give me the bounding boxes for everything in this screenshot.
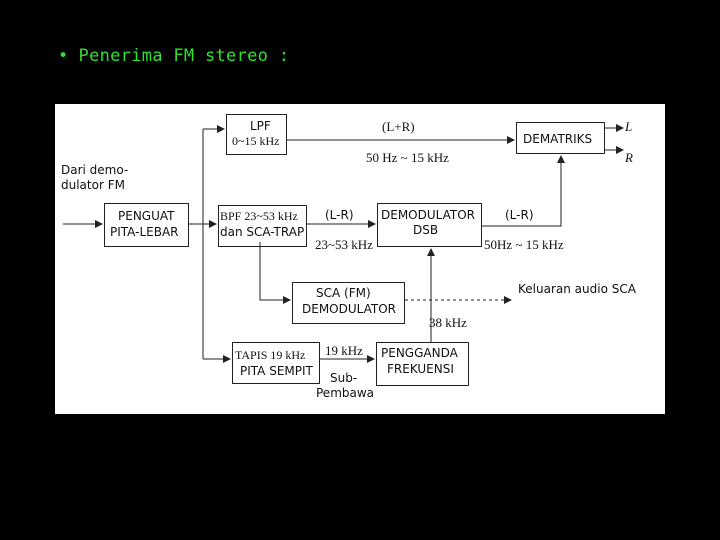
- title-text: Penerima FM stereo :: [78, 46, 290, 66]
- sca-output-label: Keluaran audio SCA: [518, 282, 636, 296]
- input-label-2: dulator FM: [61, 178, 125, 192]
- sca-line2: DEMODULATOR: [302, 302, 396, 316]
- out-l-label: L: [625, 119, 633, 134]
- lr-diff-2-label: (L-R): [505, 208, 534, 222]
- bpf-block: [218, 205, 307, 247]
- lr-sum-band-label: 50 Hz ~ 15 kHz: [366, 150, 449, 165]
- tapis-line2: PITA SEMPIT: [240, 364, 313, 378]
- penguat-block: [104, 203, 189, 247]
- lpf-line2: 0~15 kHz: [232, 134, 280, 148]
- f19-label: 19 kHz: [325, 343, 363, 358]
- pengganda-line2: FREKUENSI: [387, 362, 454, 376]
- tapis-line1: TAPIS 19 kHz: [235, 348, 306, 362]
- lr-diff-1-band-label: 23~53 kHz: [315, 237, 373, 252]
- lpf-block: [226, 114, 287, 155]
- title-bullet: •: [58, 46, 69, 66]
- dsb-to-dematriks-arrow: [482, 155, 565, 227]
- diagram-connectors: [63, 124, 624, 363]
- subcarrier-label-2: Pembawa: [316, 386, 375, 400]
- lpf-line1: LPF: [250, 119, 271, 133]
- dematriks-block: [516, 122, 605, 154]
- pengganda-block: [376, 342, 469, 386]
- demod-dsb-line1: DEMODULATOR: [381, 208, 475, 222]
- tapis-block: [232, 342, 320, 384]
- block-diagram: PENGUAT PITA-LEBAR LPF 0~15 kHz BPF 23~5…: [55, 104, 665, 414]
- bpf-line2: dan SCA-TRAP: [220, 225, 305, 239]
- subcarrier-label-1: Sub-: [330, 371, 358, 385]
- out-r-label: R: [625, 150, 633, 165]
- lr-diff-2-band-label: 50Hz ~ 15 kHz: [484, 237, 564, 252]
- sca-block: [292, 282, 405, 324]
- sca-line1: SCA (FM): [316, 286, 371, 300]
- penguat-line2: PITA-LEBAR: [110, 225, 179, 239]
- pengganda-line1: PENGGANDA: [381, 346, 458, 360]
- lr-diff-1-label: (L-R): [325, 208, 354, 222]
- bpf-to-sca-arrow: [259, 242, 291, 304]
- demod-dsb-block: [377, 203, 482, 247]
- bpf-line1: BPF 23~53 kHz: [220, 209, 298, 223]
- penguat-line1: PENGUAT: [118, 209, 175, 223]
- input-label-1: Dari demo-: [61, 163, 129, 177]
- page-title: • Penerima FM stereo :: [58, 46, 289, 66]
- lr-sum-label: (L+R): [382, 119, 415, 134]
- dematriks-line1: DEMATRIKS: [523, 132, 593, 146]
- demod-dsb-line2: DSB: [413, 223, 439, 237]
- f38-label: 38 kHz: [429, 315, 467, 330]
